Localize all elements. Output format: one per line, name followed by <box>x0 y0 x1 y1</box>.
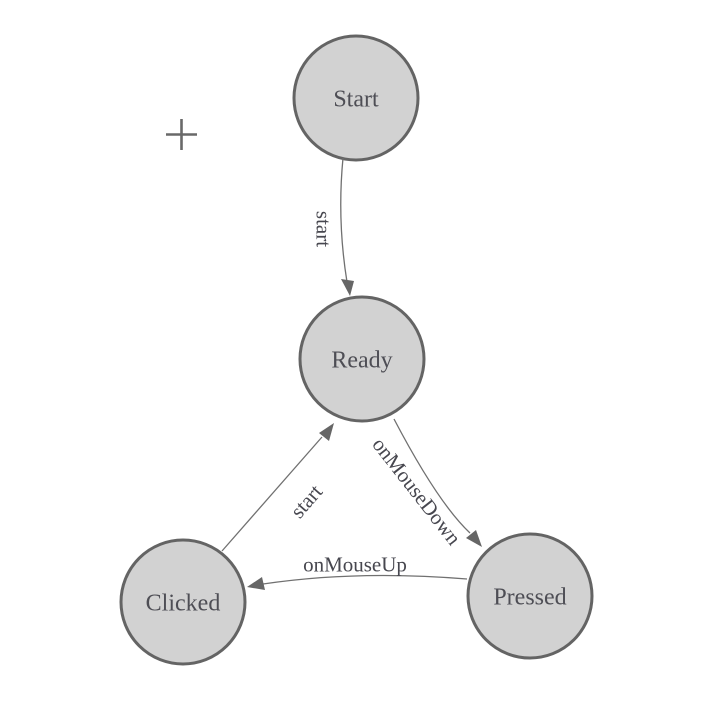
crosshair-plus-icon <box>166 119 197 150</box>
transition-label: start <box>312 211 336 247</box>
node-circle <box>119 538 247 666</box>
node-circle <box>292 34 420 162</box>
arrowhead-icon <box>466 530 482 547</box>
node-label: Clicked <box>146 590 221 616</box>
state-node-clicked[interactable]: Clicked <box>119 538 247 666</box>
transition-edge-ready-pressed[interactable]: onMouseDown <box>367 418 482 550</box>
transition-edge-start-ready[interactable]: start <box>312 157 354 296</box>
transition-label: start <box>285 480 327 523</box>
node-label: Pressed <box>493 584 566 610</box>
state-node-start[interactable]: Start <box>292 34 420 162</box>
node-circle <box>298 295 426 423</box>
edge-path <box>221 436 323 552</box>
state-node-pressed[interactable]: Pressed <box>466 532 594 660</box>
edge-path <box>262 574 468 585</box>
node-circle <box>466 532 594 660</box>
arrowhead-icon <box>319 423 334 441</box>
transition-label: onMouseDown <box>367 433 466 550</box>
arrowhead-icon <box>247 577 265 590</box>
edge-path <box>393 418 471 534</box>
transition-label: onMouseUp <box>303 552 407 576</box>
transition-edge-pressed-clicked[interactable]: onMouseUp <box>247 552 468 590</box>
transition-edge-clicked-ready[interactable]: start <box>221 423 334 552</box>
node-label: Ready <box>331 347 392 373</box>
arrowhead-icon <box>341 279 354 296</box>
state-node-ready[interactable]: Ready <box>298 295 426 423</box>
node-label: Start <box>333 86 379 112</box>
edge-path <box>340 157 348 283</box>
